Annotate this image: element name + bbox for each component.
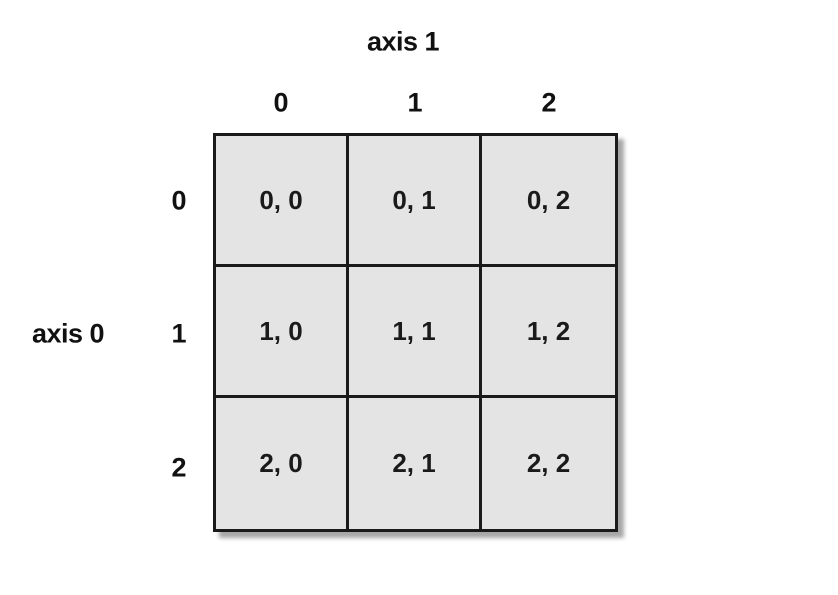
cell-1-0: 1, 0 [216, 267, 349, 398]
array-grid: 0, 0 0, 1 0, 2 1, 0 1, 1 1, 2 2, 0 2, 1 … [213, 133, 618, 532]
axis1-title: axis 1 [366, 26, 440, 57]
row-tick-0: 0 [171, 185, 187, 216]
cell-2-0: 2, 0 [216, 398, 349, 529]
cell-2-2: 2, 2 [482, 398, 615, 529]
axis0-title: axis 0 [31, 318, 105, 349]
col-tick-1: 1 [407, 87, 423, 118]
col-tick-0: 0 [273, 87, 289, 118]
row-tick-1: 1 [171, 318, 187, 349]
cell-2-1: 2, 1 [349, 398, 482, 529]
cell-0-0: 0, 0 [216, 136, 349, 267]
col-tick-2: 2 [541, 87, 557, 118]
cell-1-1: 1, 1 [349, 267, 482, 398]
cell-0-2: 0, 2 [482, 136, 615, 267]
cell-0-1: 0, 1 [349, 136, 482, 267]
cell-1-2: 1, 2 [482, 267, 615, 398]
row-tick-2: 2 [171, 452, 187, 483]
